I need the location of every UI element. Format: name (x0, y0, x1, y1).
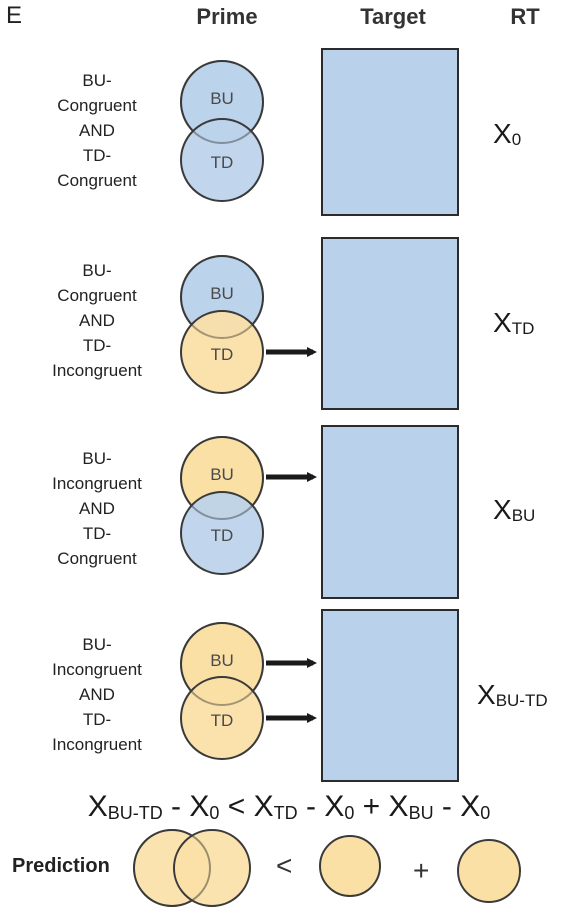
prediction-overlap-circle-right (173, 829, 251, 907)
prediction-less-than: < (276, 850, 293, 881)
target-box-row-1 (321, 48, 459, 216)
prediction-overlap-circle-left-outline (133, 829, 211, 907)
header-rt: RT (510, 4, 540, 29)
td-circle-row-2 (180, 310, 264, 394)
header-prime: Prime (196, 4, 258, 29)
bu-circle-outline-row-4 (180, 622, 264, 706)
prediction-label: Prediction (12, 855, 110, 877)
bu-circle-outline-row-1 (180, 60, 264, 144)
prediction-plus: + (413, 855, 430, 886)
td-circle-row-4 (180, 676, 264, 760)
td-circle-row-3 (180, 491, 264, 575)
td-label-row-4: TD (211, 711, 234, 730)
td-label-row-2: TD (211, 345, 234, 364)
bu-circle-outline-row-2 (180, 255, 264, 339)
bu-label-row-2: BU (210, 284, 234, 303)
prediction-equation: XBU-TD - X0 < XTD - X0 + XBU - X0 (87, 790, 491, 823)
rt-label-row-2: XTD (493, 307, 535, 338)
target-box-row-2 (321, 237, 459, 410)
target-box-row-4 (321, 609, 459, 782)
target-box-row-3 (321, 425, 459, 599)
rt-label-row-1: X0 (493, 118, 522, 149)
rt-label-row-3: XBU (493, 494, 536, 525)
td-label-row-1: TD (211, 153, 234, 172)
bu-label-row-1: BU (210, 89, 234, 108)
prediction-single-circle-bu (457, 839, 521, 903)
bu-label-row-4: BU (210, 651, 234, 670)
prediction-single-circle-td (319, 835, 381, 897)
bu-circle-outline-row-3 (180, 436, 264, 520)
td-label-row-3: TD (211, 526, 234, 545)
panel-letter: E (6, 2, 23, 29)
rt-label-row-4: XBU-TD (477, 679, 548, 710)
header-target: Target (360, 4, 426, 29)
bu-label-row-3: BU (210, 465, 234, 484)
td-circle-row-1 (180, 118, 264, 202)
